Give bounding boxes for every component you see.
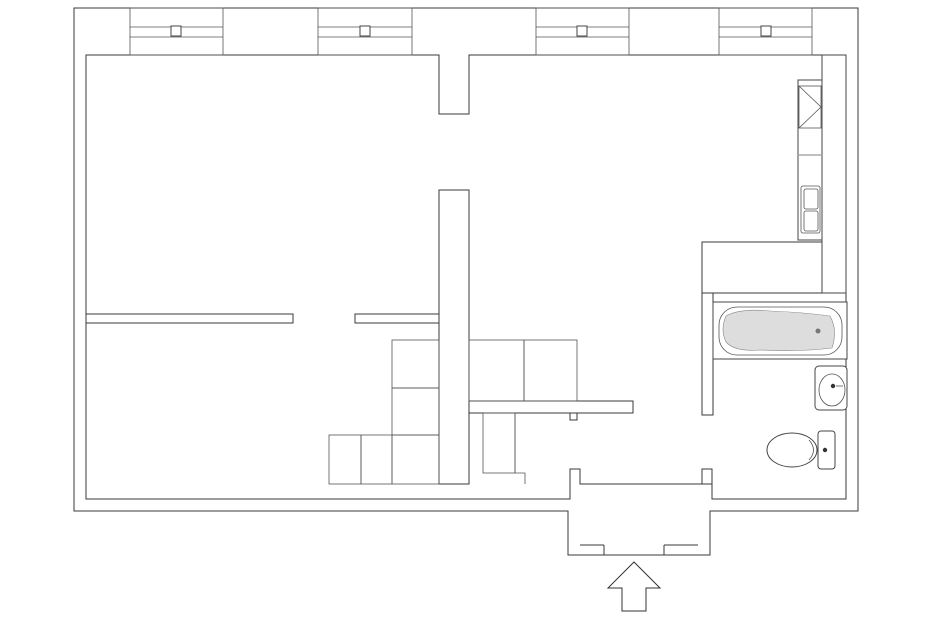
bathtub bbox=[712, 301, 848, 360]
cabinet bbox=[328, 339, 578, 485]
window bbox=[129, 7, 224, 56]
room-partition bbox=[85, 189, 823, 485]
toilet bbox=[766, 430, 836, 470]
window bbox=[718, 7, 813, 56]
entrance-door bbox=[580, 544, 698, 555]
window bbox=[535, 7, 630, 56]
up-arrow-icon bbox=[606, 561, 662, 612]
window bbox=[317, 7, 413, 56]
washbasin bbox=[814, 365, 848, 411]
kitchen-counter bbox=[797, 54, 847, 294]
